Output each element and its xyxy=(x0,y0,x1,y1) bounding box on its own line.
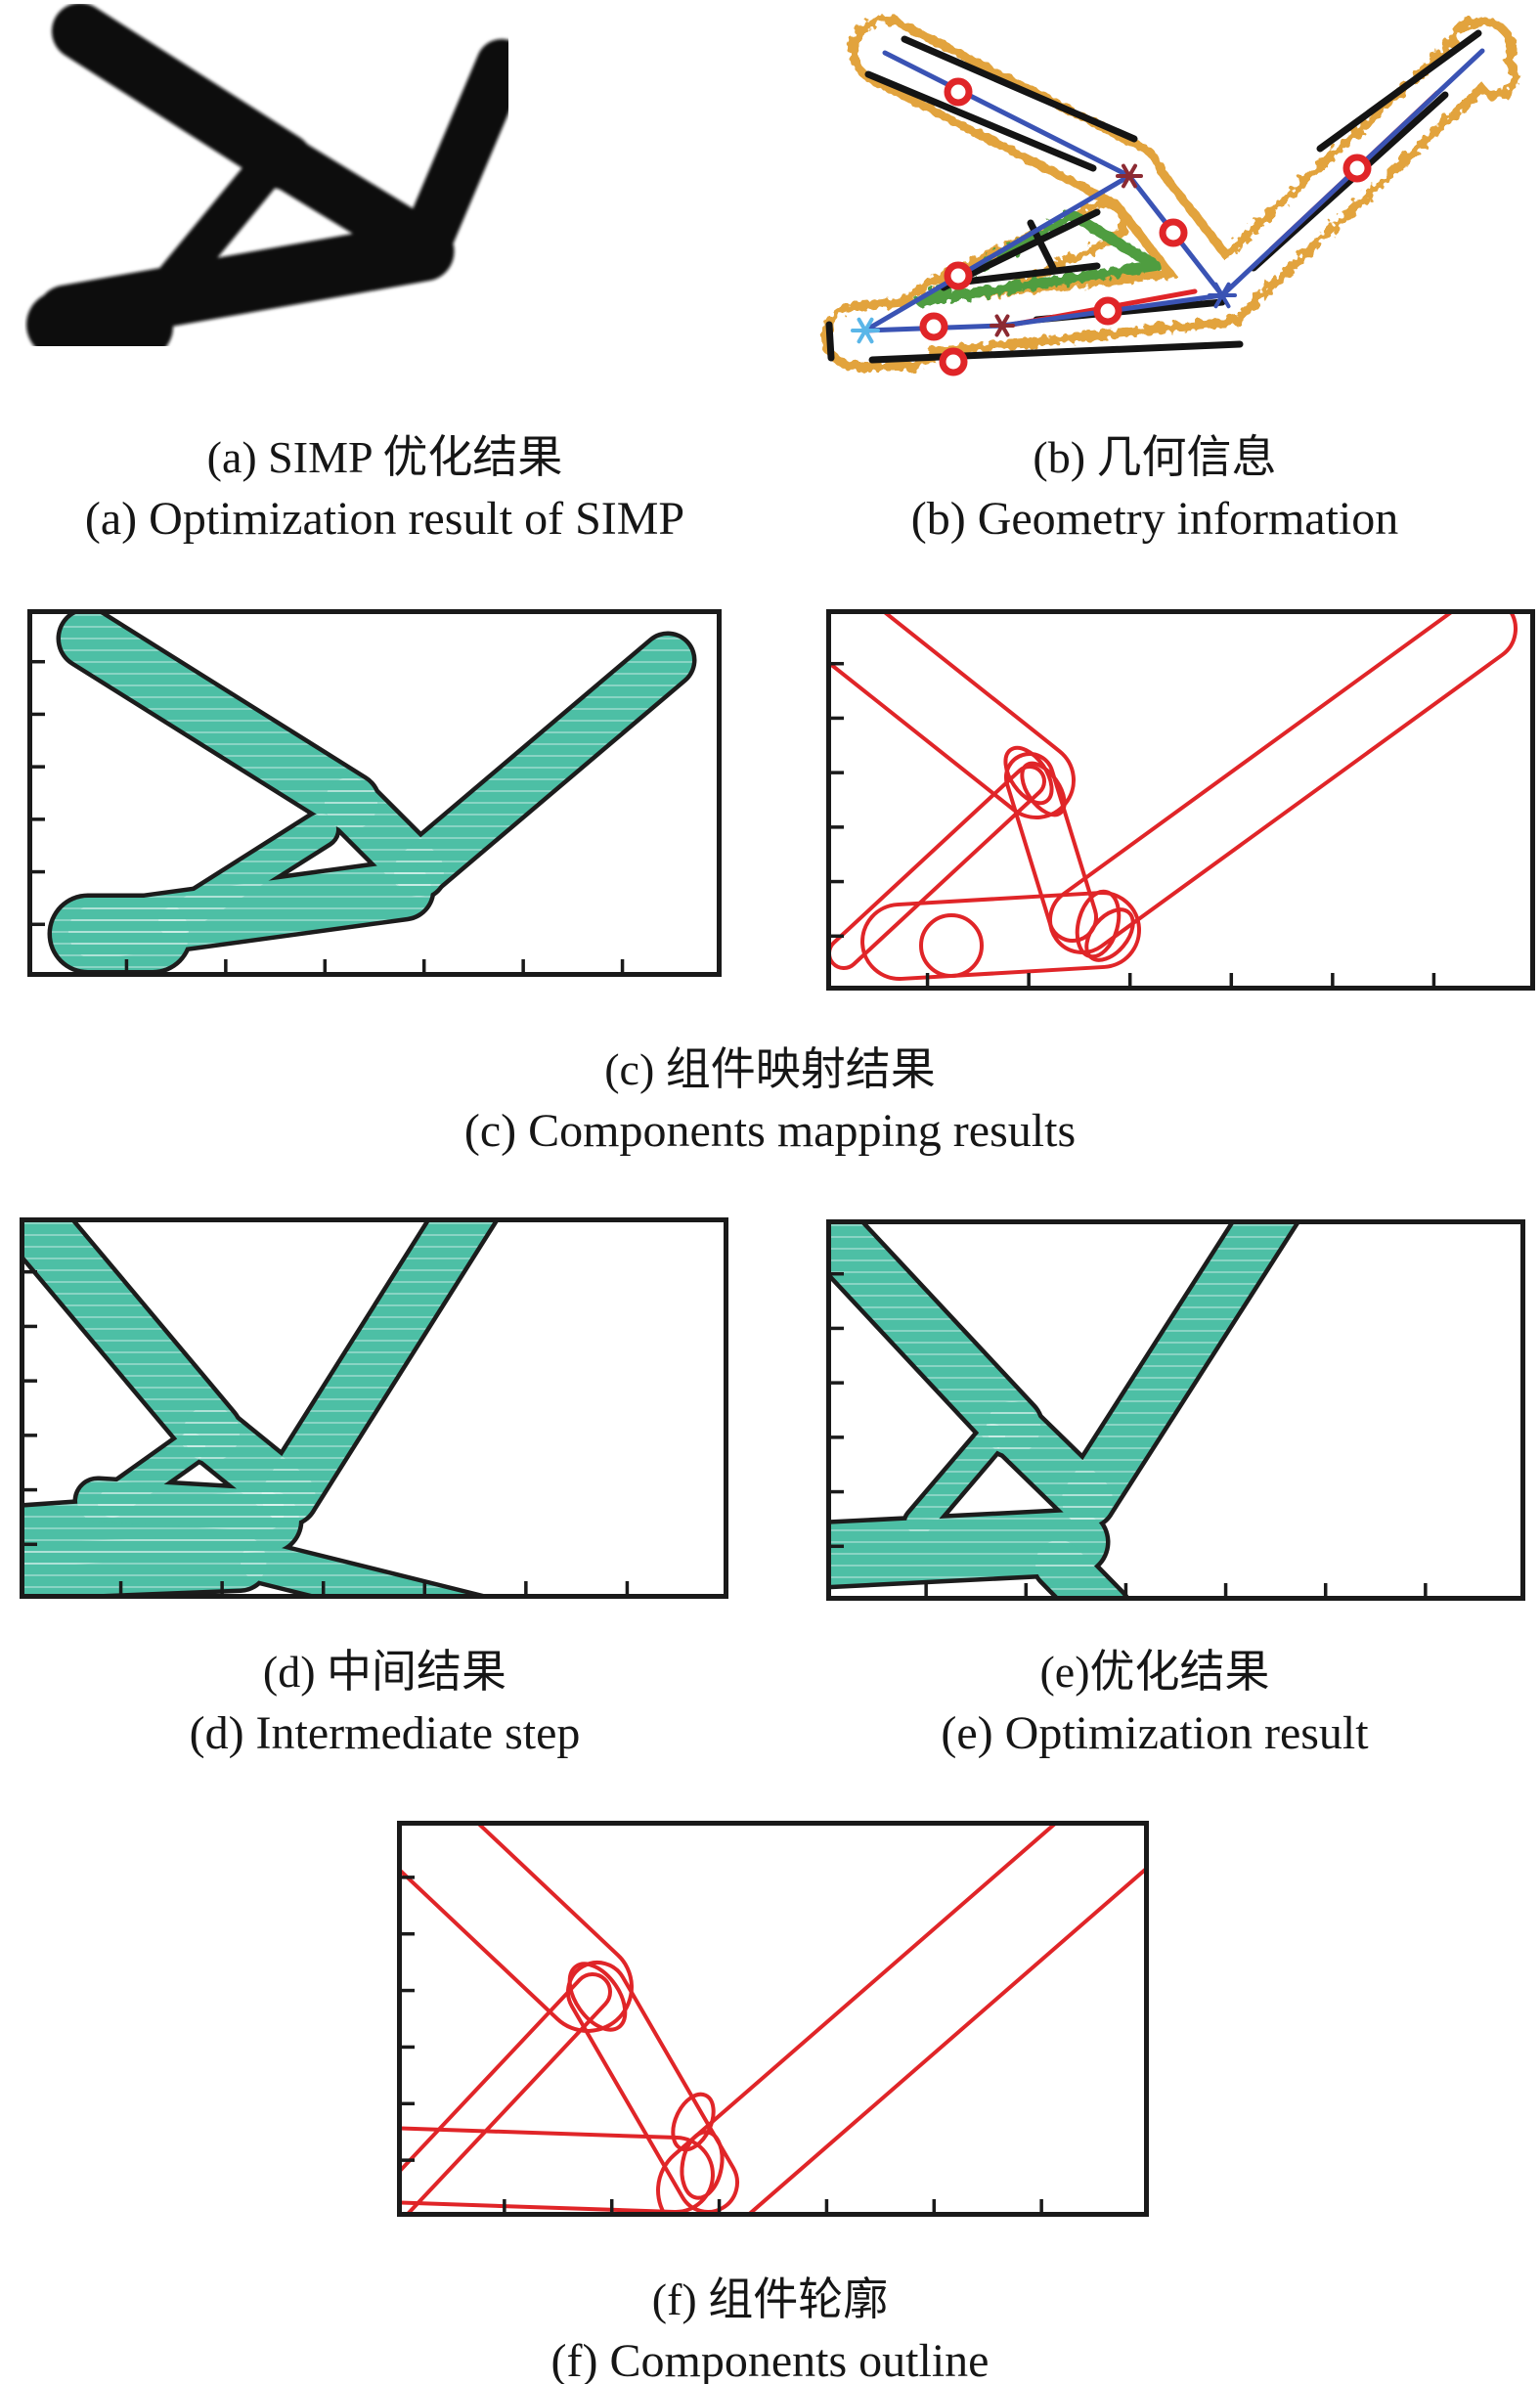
panel-a-simp-result-image xyxy=(24,4,508,346)
caption-b-zh: (b) 几何信息 xyxy=(1033,432,1277,482)
caption-e-en: (e) Optimization result xyxy=(941,1707,1369,1759)
caption-e: (e)优化结果 (e) Optimization result xyxy=(770,1641,1540,1764)
panel-e-optimization-plot xyxy=(826,1219,1525,1601)
caption-c-zh: (c) 组件映射结果 xyxy=(604,1044,936,1094)
caption-f-zh: (f) 组件轮廓 xyxy=(651,2274,889,2324)
caption-d: (d) 中间结果 (d) Intermediate step xyxy=(0,1641,770,1764)
caption-b-en: (b) Geometry information xyxy=(910,493,1399,545)
caption-c: (c) 组件映射结果 (c) Components mapping result… xyxy=(0,1038,1540,1162)
panel-f-components-outline-plot xyxy=(397,1821,1149,2217)
caption-d-en: (d) Intermediate step xyxy=(189,1707,581,1759)
caption-b: (b) 几何信息 (b) Geometry information xyxy=(770,426,1540,550)
caption-e-zh: (e)优化结果 xyxy=(1039,1647,1270,1697)
panel-d-intermediate-plot xyxy=(20,1217,728,1599)
caption-a: (a) SIMP 优化结果 (a) Optimization result of… xyxy=(0,426,770,550)
panel-c-mapping-components-plot xyxy=(826,609,1535,991)
caption-c-en: (c) Components mapping results xyxy=(463,1105,1077,1157)
caption-a-zh: (a) SIMP 优化结果 xyxy=(206,432,563,482)
caption-d-zh: (d) 中间结果 xyxy=(262,1647,507,1697)
panel-b-geometry-info-image xyxy=(812,2,1535,393)
caption-a-en: (a) Optimization result of SIMP xyxy=(84,493,685,545)
caption-f: (f) 组件轮廓 (f) Components outline xyxy=(0,2269,1540,2384)
panel-c-mapping-filled-plot xyxy=(27,609,722,977)
caption-f-en: (f) Components outline xyxy=(550,2335,990,2384)
